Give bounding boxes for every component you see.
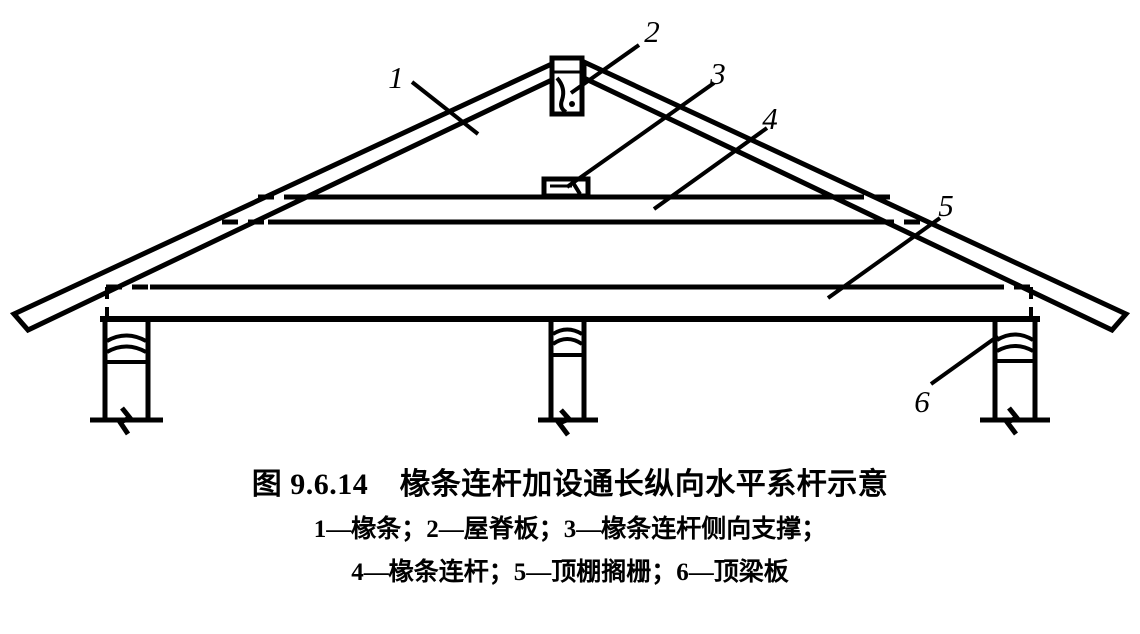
ridge-board (549, 55, 585, 117)
figure-legend-line-1: 1—椽条；2—屋脊板；3—椽条连杆侧向支撑； (313, 516, 827, 543)
rafter-tie-lateral-brace-block (541, 176, 591, 199)
figure-caption-block: 图 9.6.14 椽条连杆加设通长纵向水平系杆示意 1—椽条；2—屋脊板；3—椽… (0, 462, 1140, 594)
callout-label-5: 5 (938, 188, 954, 223)
column-center-break-symbol (555, 408, 574, 437)
column-center-grain-2 (551, 337, 584, 346)
callout-label-4: 4 (762, 101, 778, 136)
column-right-grain-2 (996, 344, 1034, 353)
figure-caption-title: 图 9.6.14 椽条连杆加设通长纵向水平系杆示意 (251, 468, 889, 501)
column-left-grain-1 (105, 333, 147, 343)
column-left (90, 319, 163, 436)
column-left-grain-2 (105, 344, 147, 354)
column-right (980, 319, 1050, 436)
callout-label-1: 1 (388, 60, 404, 95)
callout-label-6: 6 (914, 384, 930, 419)
leader-line-3 (565, 81, 716, 189)
callout-label-2: 2 (644, 14, 660, 49)
column-left-break-symbol (116, 406, 135, 436)
callout-label-3: 3 (709, 56, 726, 91)
leader-line-6 (929, 334, 1000, 386)
leader-line-5 (826, 216, 942, 300)
leader-line-1 (410, 80, 480, 136)
figure-legend-line-2: 4—椽条连杆；5—顶棚搁栅；6—顶梁板 (351, 559, 789, 586)
ridge-board-knot (569, 101, 575, 107)
column-right-grain-1 (995, 332, 1035, 342)
column-right-break-symbol (1003, 406, 1022, 436)
column-center-grain-1 (551, 327, 584, 336)
column-center (538, 319, 598, 437)
ceiling-joist (105, 284, 1036, 318)
roof-truss-diagram: 1 2 3 4 5 6 (9, 14, 1131, 437)
ridge-board-outline (549, 55, 585, 117)
ridge-board-grain-2 (555, 76, 568, 114)
leader-line-4 (652, 126, 769, 211)
leader-line-2 (569, 43, 641, 95)
